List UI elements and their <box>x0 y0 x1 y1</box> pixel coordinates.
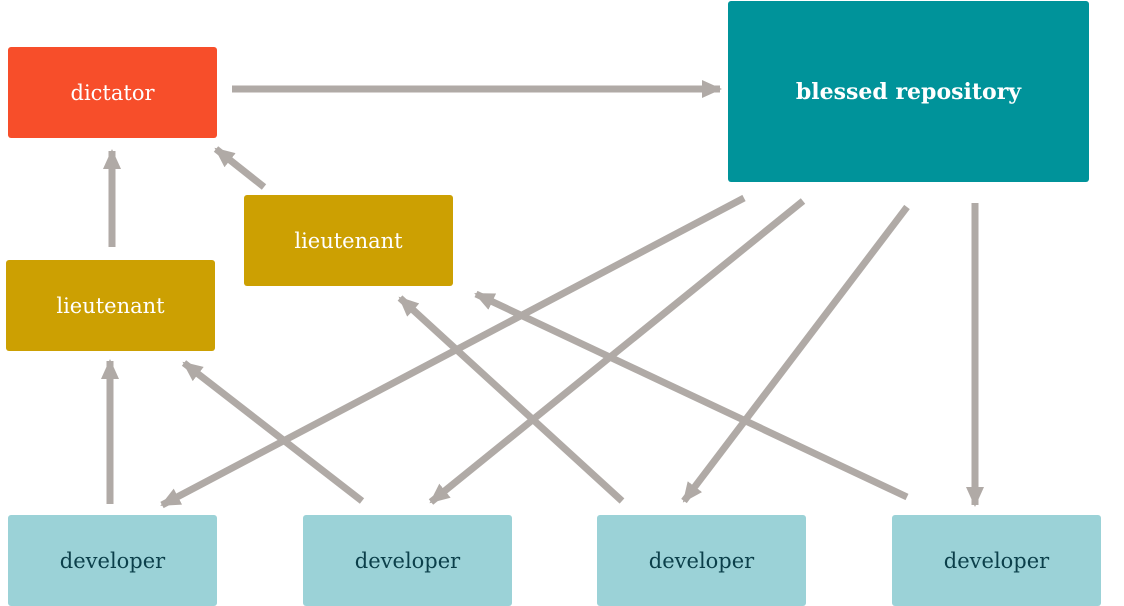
developer-label: developer <box>943 548 1050 573</box>
lieutenant-node-a: lieutenant <box>244 195 453 286</box>
developer-label: developer <box>648 548 755 573</box>
dictator-label: dictator <box>70 80 155 105</box>
edge-developer-2-to-lieutenant-b <box>181 360 365 504</box>
edge-blessed-to-developer-3 <box>681 204 910 504</box>
developer-node-3: developer <box>597 515 806 606</box>
developer-node-2: developer <box>303 515 512 606</box>
blessed-repository-label: blessed repository <box>795 78 1022 105</box>
blessed-repository-node: blessed repository <box>728 1 1089 182</box>
edge-blessed-to-developer-1 <box>160 194 746 509</box>
lieutenant-node-b: lieutenant <box>6 260 215 351</box>
developer-node-1: developer <box>8 515 217 606</box>
developer-node-4: developer <box>892 515 1101 606</box>
edge-developer-4-to-lieutenant-a <box>474 290 909 501</box>
edge-blessed-to-developer-2 <box>428 198 806 505</box>
lieutenant-label: lieutenant <box>294 228 403 253</box>
developer-label: developer <box>354 548 461 573</box>
dictator-node: dictator <box>8 47 217 138</box>
edge-developer-3-to-lieutenant-a <box>397 295 625 504</box>
lieutenant-label: lieutenant <box>56 293 165 318</box>
edge-lieutenant-a-to-dictator <box>213 146 267 190</box>
developer-label: developer <box>59 548 166 573</box>
